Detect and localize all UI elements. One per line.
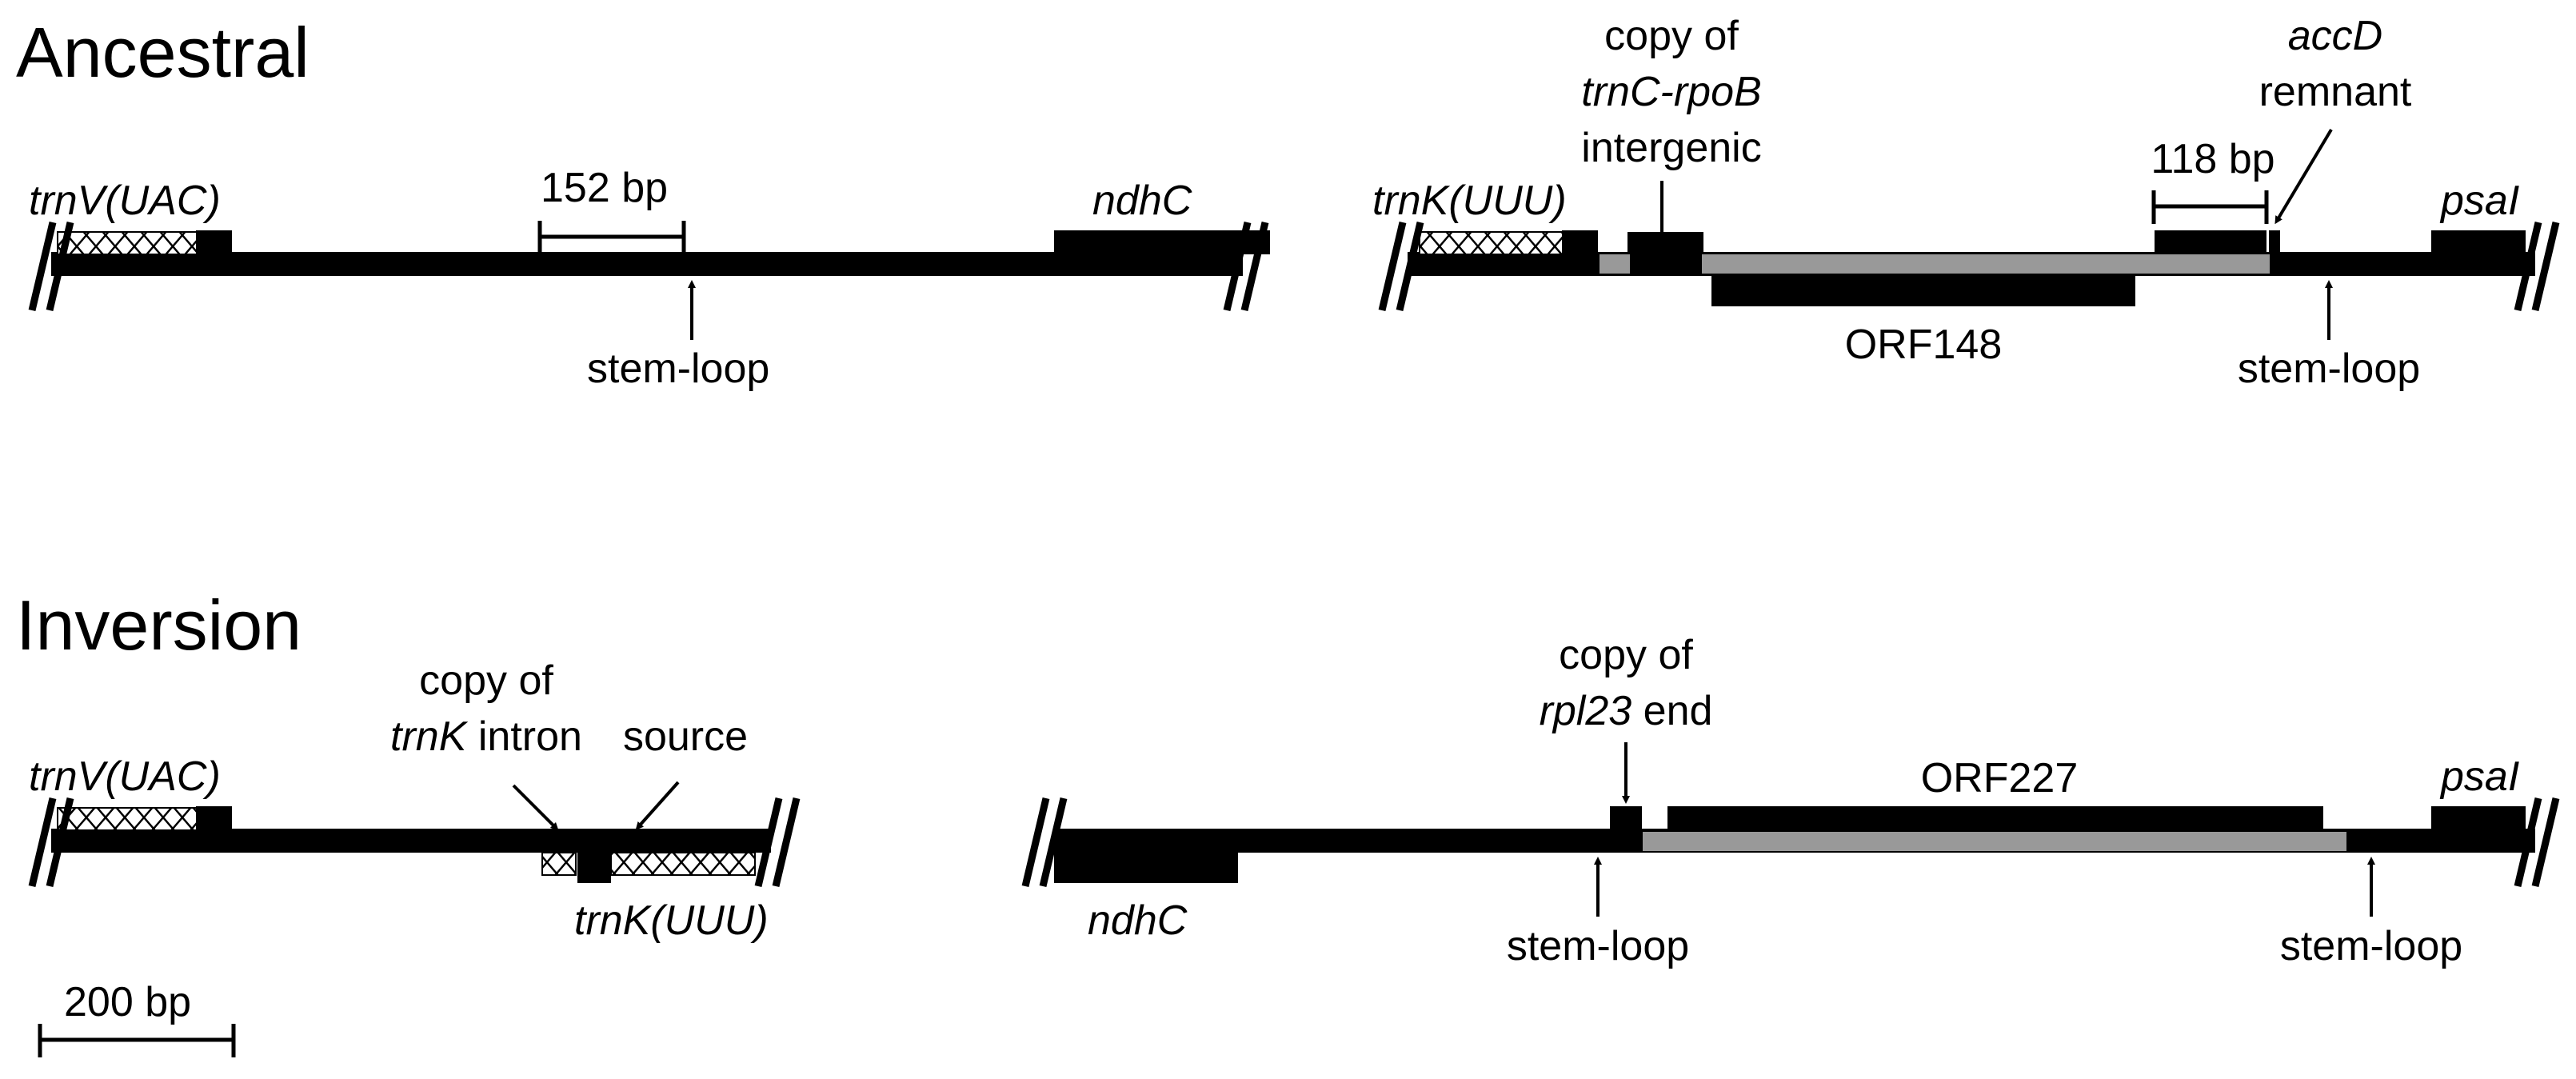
- ndhC-gene-block: [1054, 230, 1270, 254]
- scale-200bp-label: 200 bp: [64, 979, 191, 1025]
- scale-200bp-bar: [38, 1024, 236, 1057]
- inversion-left-panel: trnV(UAC) copy of trnK intron source trn…: [28, 657, 801, 944]
- stem-loop-label: stem-loop: [2238, 346, 2420, 392]
- ndhC-label: ndhC: [1088, 897, 1188, 944]
- psaI-gene-block: [2431, 230, 2526, 254]
- scale-bar-200bp: 200 bp: [38, 979, 236, 1057]
- trnK-intron-label: trnK intron: [390, 713, 582, 760]
- ndhC-label: ndhC: [1092, 178, 1192, 224]
- trnK-source-hatch: [610, 852, 756, 876]
- trnK-label: trnK(UUU): [574, 897, 769, 944]
- inversion-right-panel: ndhC psaI copy of rpl23 end ORF227 stem-…: [1021, 632, 2560, 969]
- rpl23-end-label: rpl23 end: [1540, 688, 1713, 734]
- copy-of-label: copy of: [419, 657, 553, 704]
- scale-118bp-label: 118 bp: [2151, 136, 2274, 182]
- break-mark-left: [1021, 797, 1068, 888]
- psaI-label: psaI: [2439, 753, 2519, 800]
- trnC-rpoB-label: trnC-rpoB: [1581, 69, 1761, 115]
- orf148-label: ORF148: [1845, 322, 2003, 368]
- trnV-exon-block: [196, 806, 232, 830]
- trnV-label: trnV(UAC): [29, 178, 221, 224]
- trnK-label: trnK(UUU): [1372, 178, 1567, 224]
- stem-loop-label: stem-loop: [2280, 923, 2462, 969]
- copy-of-label: copy of: [1559, 632, 1693, 678]
- orf227-gray-segment: [1643, 832, 2346, 851]
- ndhC-gene-block: [1054, 851, 1238, 883]
- section-title-ancestral: Ancestral: [16, 13, 310, 92]
- copy-of-label: copy of: [1604, 13, 1739, 59]
- intergenic-label: intergenic: [1581, 125, 1761, 171]
- trnK-exon-block: [577, 853, 611, 883]
- orf148-gray-segment: [1702, 254, 2270, 274]
- ancestral-right-panel: trnK(UUU) psaI copy of trnC-rpoB interge…: [1372, 13, 2560, 392]
- source-arrow: [635, 781, 680, 830]
- scale-118bp-bar: [2151, 190, 2269, 224]
- psaI-gene-block: [2431, 806, 2526, 830]
- trnV-exon-block: [196, 230, 232, 254]
- scale-152bp-label: 152 bp: [541, 165, 668, 211]
- break-mark-left: [28, 221, 74, 312]
- break-mark-left: [28, 797, 74, 888]
- section-title-inversion: Inversion: [16, 585, 302, 665]
- break-mark-left: [1378, 221, 1424, 312]
- rpl23-copy-block: [1610, 806, 1642, 830]
- source-label: source: [623, 713, 748, 760]
- orf227-label: ORF227: [1921, 755, 2079, 801]
- accD-remnant-block: [2269, 230, 2280, 254]
- backbone-line: [51, 252, 1243, 276]
- ancestral-left-panel: trnV(UAC) ndhC 152 bp stem-loop: [28, 165, 1270, 392]
- remnant-label: remnant: [2259, 69, 2412, 115]
- trnK-intron-hatch: [1419, 231, 1564, 255]
- trnC-rpoB-copy-block: [1627, 232, 1703, 254]
- accD-block: [2155, 230, 2266, 254]
- backbone-line: [51, 829, 771, 853]
- orf148-block: [1711, 274, 2135, 306]
- trnV-label: trnV(UAC): [29, 753, 221, 800]
- scale-152bp-bar: [537, 221, 686, 254]
- break-mark-right: [2514, 797, 2560, 888]
- accD-label: accD: [2288, 13, 2382, 59]
- break-mark-right: [2514, 221, 2560, 312]
- break-mark-right: [1223, 221, 1269, 312]
- trnK-exon-block: [1562, 230, 1598, 254]
- stem-loop-label: stem-loop: [587, 346, 769, 392]
- psaI-label: psaI: [2439, 178, 2519, 224]
- break-mark-right: [754, 797, 801, 888]
- orf227-block: [1667, 806, 2323, 832]
- trnK-intron-copy-hatch: [541, 852, 577, 876]
- stem-loop-label: stem-loop: [1507, 923, 1689, 969]
- trnV-intron-hatch: [57, 231, 198, 255]
- trnV-intron-hatch: [57, 807, 198, 831]
- accD-remnant-arrow: [2274, 128, 2333, 225]
- gray-segment: [1600, 254, 1630, 274]
- intron-copy-arrow: [512, 784, 559, 831]
